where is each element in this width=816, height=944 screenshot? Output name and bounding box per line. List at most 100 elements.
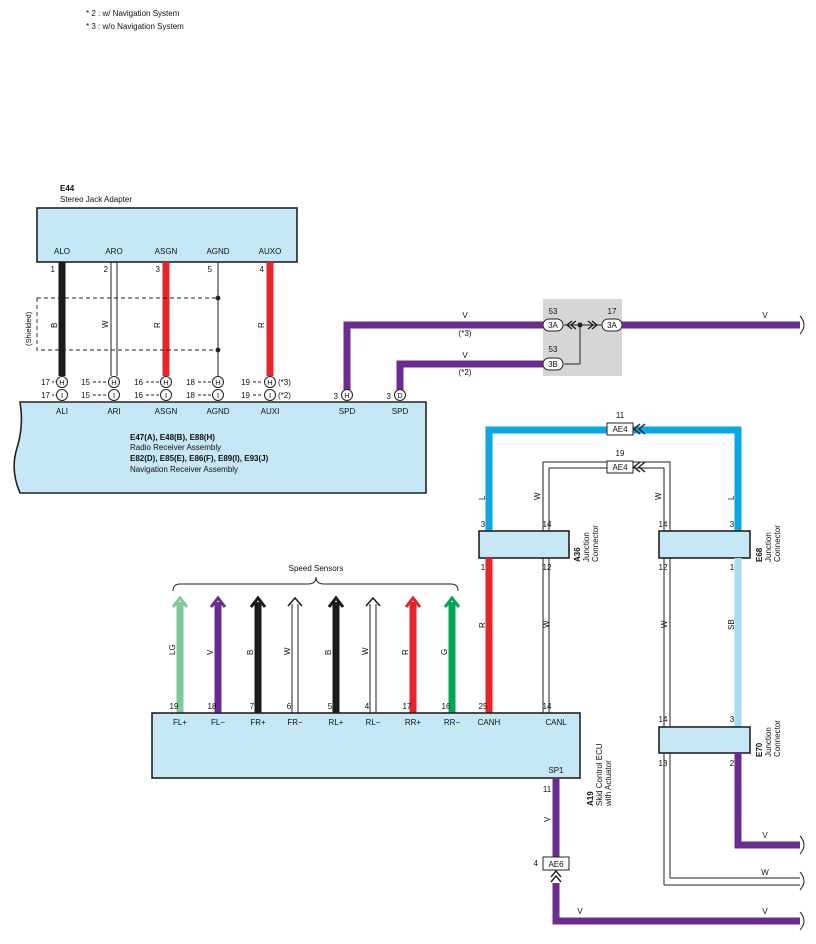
wire-label-w-e68: W <box>654 492 663 500</box>
svg-text:Connector: Connector <box>591 525 600 562</box>
wire-bottom-v-right-label: V <box>762 907 768 916</box>
wire-spd-lower <box>396 360 543 390</box>
wire-break-4 <box>799 911 805 931</box>
wire-e70-v <box>734 753 800 849</box>
sensor-wire-rrplus: R <box>401 595 422 713</box>
e44-pin1: 1 <box>51 265 56 274</box>
wire-spd-upper <box>343 321 543 390</box>
svg-text:AE6: AE6 <box>548 860 564 869</box>
e68-pin-bl: 12 <box>659 563 668 572</box>
wire-label-sb: SB <box>727 619 736 630</box>
spd-upper-color: V <box>462 311 468 320</box>
e44-pin2: 2 <box>104 265 109 274</box>
sensor-wire-color-label: G <box>440 649 449 655</box>
e70-label: E70 Junction Connector <box>755 720 782 757</box>
sensor-wire-frplus: B <box>246 595 267 713</box>
e44-pin-alo-label: ALO <box>54 247 70 256</box>
svg-text:Junction: Junction <box>764 532 773 562</box>
svg-text:4: 4 <box>534 859 539 868</box>
svg-text:A19: A19 <box>586 791 595 806</box>
sensor-wire-color-label: B <box>246 650 255 655</box>
shield-dot-bottom <box>215 347 221 353</box>
radio-box <box>13 401 427 494</box>
e44-pin3: 3 <box>156 265 161 274</box>
svg-text:H: H <box>59 378 64 387</box>
a19-box <box>151 712 581 779</box>
sensor-wire-frminus: W <box>283 596 303 713</box>
wire-label-r2: R <box>257 322 266 328</box>
sensor-wire-color-label: LG <box>168 644 177 655</box>
spd-lower-note: (*2) <box>459 368 472 377</box>
shield-box <box>36 297 219 351</box>
svg-text:AE4: AE4 <box>612 463 628 472</box>
svg-text:Connector: Connector <box>773 720 782 757</box>
svg-text:H: H <box>267 378 272 387</box>
e70-pin-br: 2 <box>730 759 735 768</box>
radio-spd2-label: SPD <box>392 407 409 416</box>
shielded-label: (Shielded) <box>24 311 33 346</box>
radio-pin-asgn: 16 H 16 I <box>134 376 172 401</box>
sensor-wire-flminus: V <box>206 595 227 713</box>
ae4-top-connector: 11 AE4 <box>606 411 646 436</box>
e44-pin5: 5 <box>208 265 213 274</box>
a19-sensor-pin-label: RL+ <box>329 718 344 727</box>
svg-text:53: 53 <box>549 345 558 354</box>
a19-canh-pin: 25 <box>479 702 488 711</box>
a19-sensor-pin-number: 4 <box>365 702 370 711</box>
wire-label-l1: L <box>478 495 487 500</box>
radio-line1: E47(A), E48(B), E88(H) <box>130 433 215 442</box>
radio-line3: E82(D), E85(E), E86(F), E89(I), E93(J) <box>130 454 269 463</box>
e44-pin-aro-label: ARO <box>105 247 122 256</box>
a19-sensor-pin-label: FR− <box>287 718 303 727</box>
a19-canl-pin: 14 <box>543 702 552 711</box>
a36-box <box>478 530 570 559</box>
e44-pin-agnd-label: AGND <box>206 247 229 256</box>
spd-upper-note: (*3) <box>459 329 472 338</box>
e44-id: E44 <box>60 184 75 193</box>
svg-text:15: 15 <box>81 391 90 400</box>
e70-pin-tr: 3 <box>730 715 735 724</box>
a36-pin-br: 12 <box>543 563 552 572</box>
svg-text:I: I <box>217 391 219 400</box>
wire-e70-v-label: V <box>762 831 768 840</box>
radio-pin-ari: 15 H 15 I <box>81 376 120 401</box>
e68-pin-tl: 14 <box>659 520 668 529</box>
e44-box <box>36 207 298 263</box>
spd2-connector: 3 D <box>387 389 406 401</box>
radio-line4: Navigation Receiver Assembly <box>130 465 238 474</box>
ae6-connector: 4 AE6 <box>534 856 570 883</box>
svg-text:H: H <box>344 391 349 400</box>
sensor-wire-color-label: R <box>401 649 410 655</box>
junction-arrow-right <box>587 320 599 330</box>
a19-sensor-pin-number: 17 <box>403 702 412 711</box>
radio-pin-ali-label: ALI <box>56 407 68 416</box>
speed-sensors-bracket <box>172 576 459 592</box>
a19-label: A19 Skid Control ECU with Actuator <box>586 743 613 807</box>
wire-label-b: B <box>50 323 59 328</box>
wire-break-3 <box>799 871 805 891</box>
wire-bottom-v <box>552 883 800 925</box>
sensor-wire-rlplus: B <box>324 595 345 713</box>
svg-text:I: I <box>165 391 167 400</box>
a19-sp1-label: SP1 <box>548 766 564 775</box>
sensor-wire-rrminus: G <box>440 595 461 713</box>
svg-text:3A: 3A <box>548 321 558 330</box>
spd1-connector: 3 H <box>334 389 353 401</box>
speed-sensors-title: Speed Sensors <box>289 564 344 573</box>
radio-pin-connectors: 17 H 17 I 15 H 15 I 16 H 16 I <box>41 376 291 401</box>
svg-text:(*3): (*3) <box>278 378 291 387</box>
wire-label-r-canh: R <box>478 622 487 628</box>
sensor-wire-color-label: W <box>283 647 292 655</box>
a36-pin-tr: 14 <box>543 520 552 529</box>
note-3: * 3 : w/o Navigation System <box>86 22 184 31</box>
radio-pin-auxi: 19 H (*3) 19 I (*2) <box>241 376 291 401</box>
a19-sensor-pin-label: FR+ <box>250 718 266 727</box>
svg-text:15: 15 <box>81 378 90 387</box>
svg-text:H: H <box>215 378 220 387</box>
svg-text:with Actuator: with Actuator <box>604 760 613 807</box>
e70-pin-bl: 13 <box>659 759 668 768</box>
wire-label-w-a36: W <box>533 492 542 500</box>
wire-sp1-v-label: V <box>543 816 552 822</box>
svg-text:I: I <box>61 391 63 400</box>
e68-label: E68 Junction Connector <box>755 525 782 562</box>
